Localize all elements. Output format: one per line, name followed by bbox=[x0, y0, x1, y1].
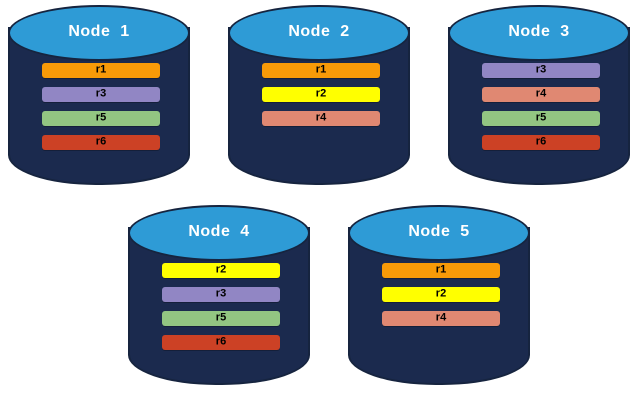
replica-label: r4 bbox=[315, 111, 327, 124]
replica-label: r5 bbox=[215, 311, 227, 324]
replica-bar-r2[interactable]: r2 bbox=[262, 87, 380, 102]
replica-label: r5 bbox=[95, 111, 107, 124]
replica-bar-r5[interactable]: r5 bbox=[482, 111, 600, 126]
database-node-4[interactable]: Node 4 r2 r3 r5 r6 bbox=[128, 205, 310, 395]
replica-bar-r1[interactable]: r1 bbox=[382, 263, 500, 278]
replica-label: r3 bbox=[95, 87, 107, 100]
replica-label: r1 bbox=[95, 63, 107, 76]
cylinder-bottom bbox=[352, 356, 528, 382]
replica-bar-r2[interactable]: r2 bbox=[382, 287, 500, 302]
cylinder-top: Node 4 bbox=[128, 205, 310, 261]
replica-bar-r1[interactable]: r1 bbox=[42, 63, 160, 78]
cylinder-top: Node 3 bbox=[448, 5, 630, 61]
replica-bar-r6[interactable]: r6 bbox=[482, 135, 600, 150]
replica-label: r3 bbox=[215, 287, 227, 300]
database-node-5[interactable]: Node 5 r1 r2 r4 bbox=[348, 205, 530, 395]
replica-label: r2 bbox=[315, 87, 327, 100]
cylinder-bottom bbox=[452, 156, 628, 182]
node-title: Node 3 bbox=[508, 23, 570, 40]
replica-bar-r1[interactable]: r1 bbox=[262, 63, 380, 78]
database-node-2[interactable]: Node 2 r1 r2 r4 bbox=[228, 5, 410, 195]
cylinder-bottom bbox=[232, 156, 408, 182]
replica-bar-r6[interactable]: r6 bbox=[162, 335, 280, 350]
cylinder-top: Node 2 bbox=[228, 5, 410, 61]
replica-label: r3 bbox=[535, 63, 547, 76]
node-title: Node 1 bbox=[68, 23, 130, 40]
replica-bar-r5[interactable]: r5 bbox=[162, 311, 280, 326]
replica-list: r1 r3 r5 r6 bbox=[42, 63, 160, 159]
replica-bar-r2[interactable]: r2 bbox=[162, 263, 280, 278]
replica-label: r6 bbox=[95, 135, 107, 148]
replica-list: r2 r3 r5 r6 bbox=[162, 263, 280, 359]
replica-label: r2 bbox=[215, 263, 227, 276]
replica-bar-r6[interactable]: r6 bbox=[42, 135, 160, 150]
replica-label: r4 bbox=[535, 87, 547, 100]
replica-bar-r3[interactable]: r3 bbox=[482, 63, 600, 78]
replica-label: r1 bbox=[435, 263, 447, 276]
replica-bar-r5[interactable]: r5 bbox=[42, 111, 160, 126]
node-title: Node 5 bbox=[408, 223, 470, 240]
replica-list: r3 r4 r5 r6 bbox=[482, 63, 600, 159]
replica-label: r1 bbox=[315, 63, 327, 76]
replica-label: r2 bbox=[435, 287, 447, 300]
replica-bar-r4[interactable]: r4 bbox=[382, 311, 500, 326]
node-title: Node 2 bbox=[288, 23, 350, 40]
replica-label: r5 bbox=[535, 111, 547, 124]
replica-bar-r4[interactable]: r4 bbox=[262, 111, 380, 126]
replica-bar-r3[interactable]: r3 bbox=[42, 87, 160, 102]
cylinder-top: Node 1 bbox=[8, 5, 190, 61]
cylinder-top: Node 5 bbox=[348, 205, 530, 261]
replica-bar-r4[interactable]: r4 bbox=[482, 87, 600, 102]
replica-list: r1 r2 r4 bbox=[262, 63, 380, 135]
replica-label: r6 bbox=[535, 135, 547, 148]
database-node-1[interactable]: Node 1 r1 r3 r5 r6 bbox=[8, 5, 190, 195]
replica-bar-r3[interactable]: r3 bbox=[162, 287, 280, 302]
replica-label: r6 bbox=[215, 335, 227, 348]
cylinder-bottom bbox=[12, 156, 188, 182]
cylinder-bottom bbox=[132, 356, 308, 382]
replica-list: r1 r2 r4 bbox=[382, 263, 500, 335]
replica-label: r4 bbox=[435, 311, 447, 324]
database-node-3[interactable]: Node 3 r3 r4 r5 r6 bbox=[448, 5, 630, 195]
node-title: Node 4 bbox=[188, 223, 250, 240]
